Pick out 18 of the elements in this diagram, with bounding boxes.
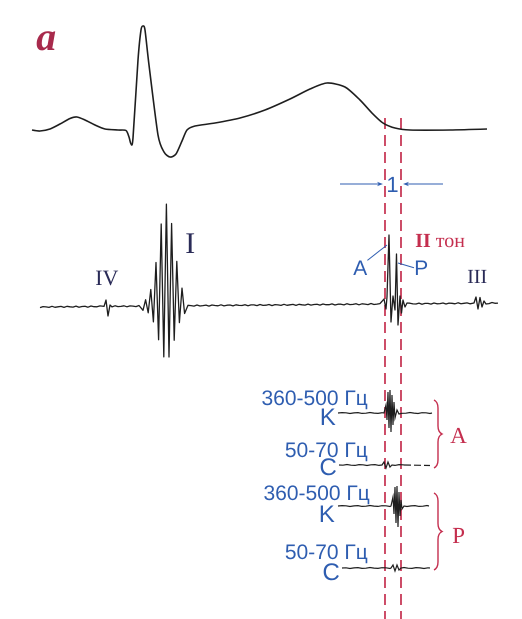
frequency-label: 360-500 Гц (262, 390, 368, 410)
component-label: P (416, 260, 428, 275)
frequency-label: 360-500 Гц (264, 485, 370, 504)
heart-sound-label: II тон (416, 234, 464, 248)
channel-label: C (324, 563, 339, 580)
channel-label: K (322, 408, 336, 425)
heart-sound-label: III (468, 270, 486, 283)
leader-line (398, 262, 414, 268)
leader-line (366, 244, 388, 261)
heart-sound-label: I (186, 233, 194, 253)
panel-letter: a (36, 31, 56, 50)
brace-label: P (452, 528, 464, 543)
channel-label: K (320, 506, 335, 522)
brace-label: A (450, 428, 467, 443)
frequency-label: 50-70 Гц (286, 544, 368, 564)
dimension-label: 1 (388, 176, 398, 192)
heart-sound-label: IV (96, 270, 118, 286)
component-label: A (353, 260, 368, 275)
